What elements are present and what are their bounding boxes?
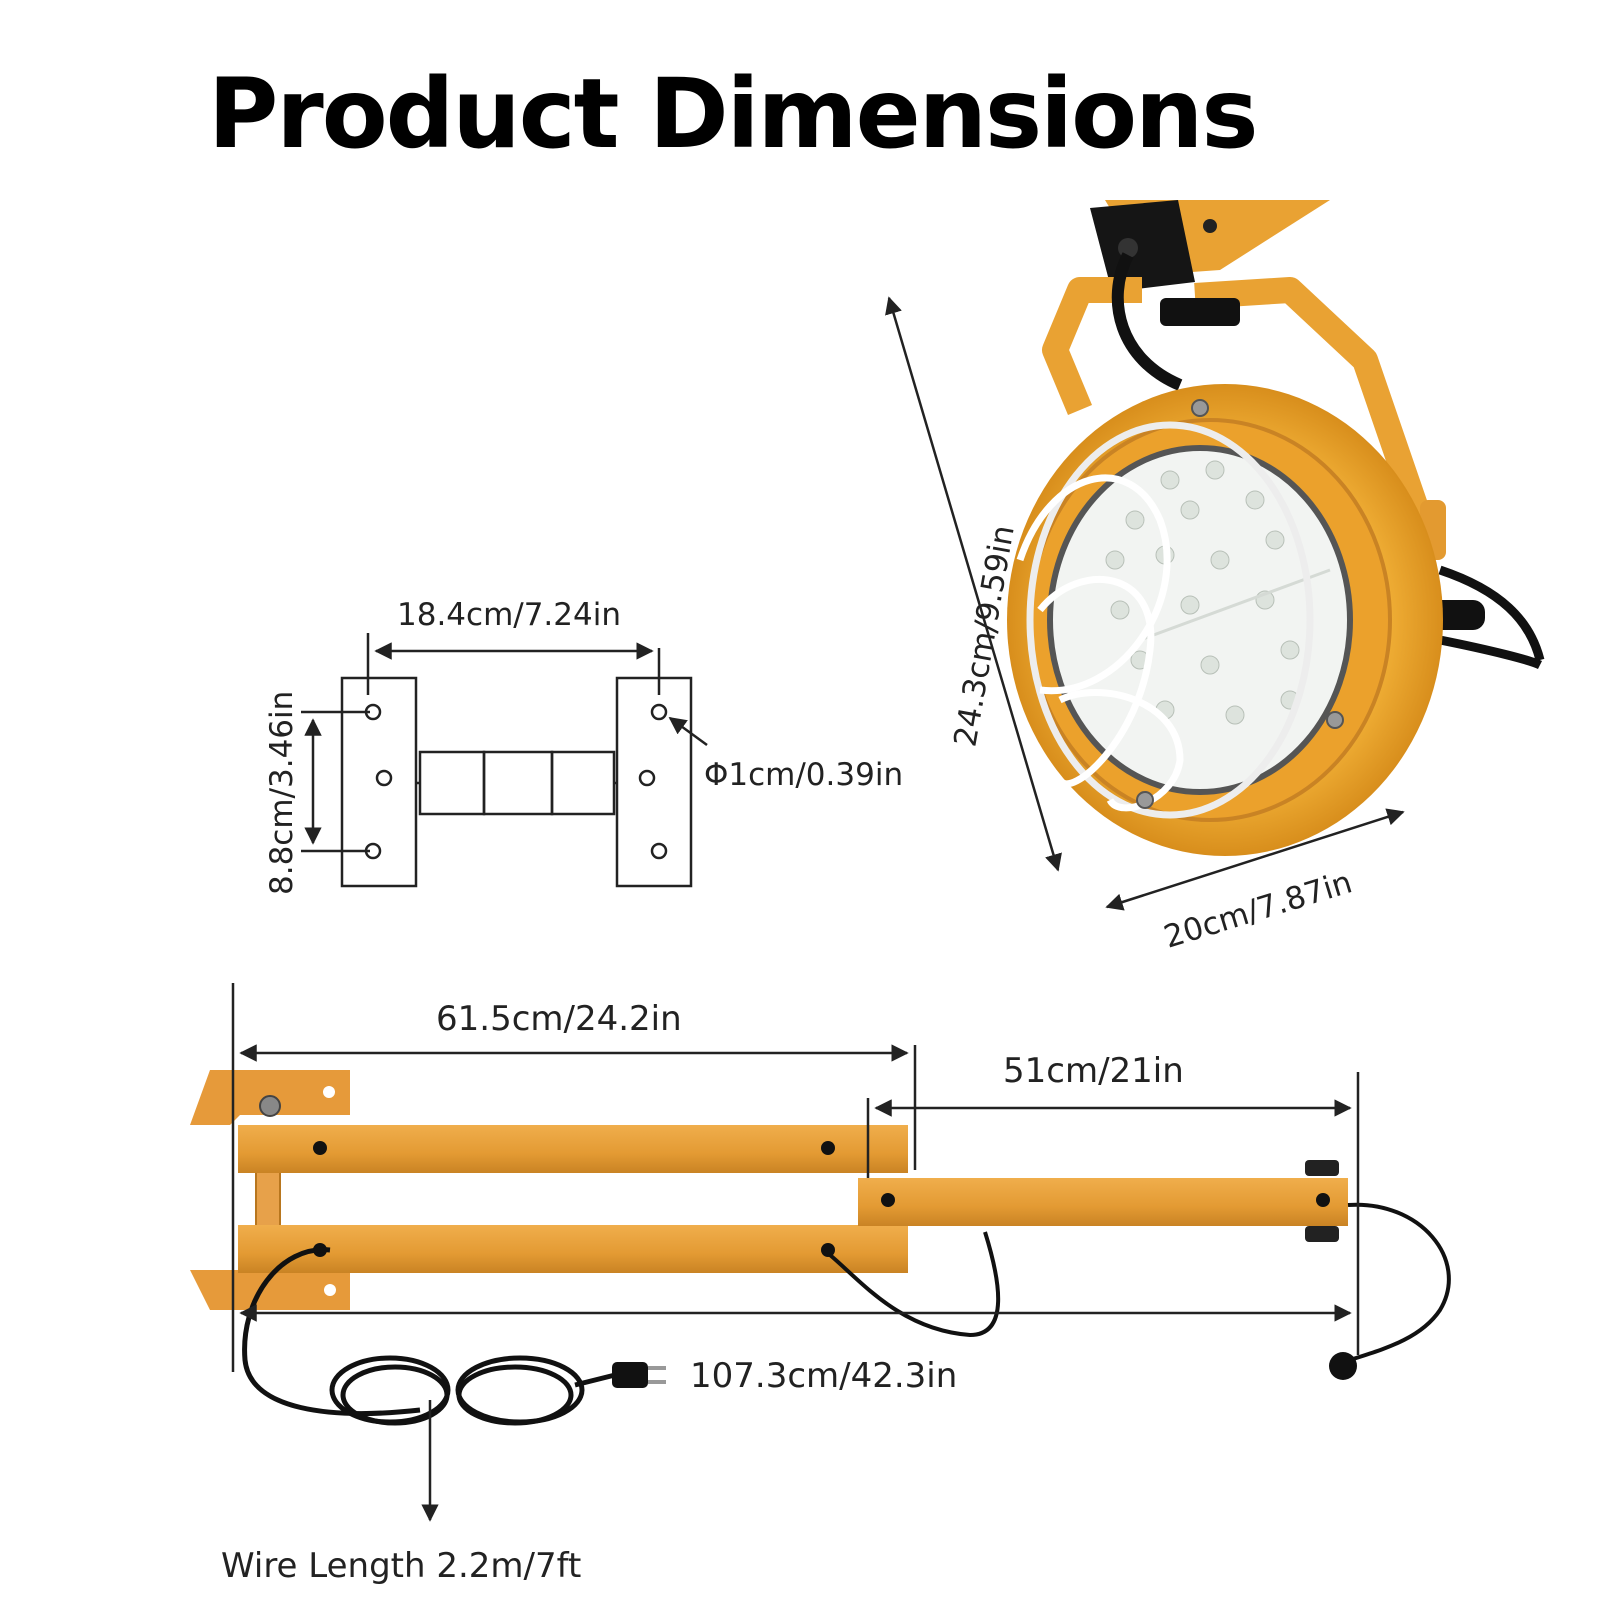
extension-arm-bar [858, 1178, 1348, 1226]
supply-cable [242, 1247, 421, 1416]
lamp-width-arrow [1105, 808, 1405, 911]
lamp-width-label: 20cm/7.87in [1160, 864, 1356, 955]
bracket-barrel-right [550, 750, 616, 816]
bracket-barrel-left [418, 750, 486, 816]
hole-callout-arrow [668, 716, 708, 747]
arm-cable [828, 1231, 1001, 1338]
lower-arm-bar [238, 1225, 908, 1273]
bracket-height-label: 8.8cm/3.46in [264, 691, 300, 895]
power-plug [612, 1362, 666, 1388]
bracket-width-label: 18.4cm/7.24in [397, 597, 621, 633]
upper-arm-bar [238, 1125, 908, 1173]
lamp-yoke-right [1194, 277, 1433, 525]
arm-second-section-label: 51cm/21in [1003, 1051, 1184, 1091]
yoke-knob [1160, 298, 1240, 326]
arm-first-section-label: 61.5cm/24.2in [436, 999, 682, 1039]
wire-length-label: Wire Length 2.2m/7ft [221, 1546, 581, 1586]
hole-diameter-label: Φ1cm/0.39in [704, 757, 903, 793]
arm-total-length-label: 107.3cm/42.3in [690, 1356, 957, 1396]
lamp-feed-cable [1347, 1202, 1451, 1362]
led-lens [1047, 445, 1353, 795]
arm-knob-top [1305, 1160, 1339, 1176]
page-title: Product Dimensions [208, 58, 1258, 170]
lamp-cable [1111, 252, 1183, 391]
lamp-yoke-left [1042, 277, 1142, 415]
arm-knob-bottom [1305, 1226, 1339, 1242]
coiled-power-cord [329, 1355, 616, 1426]
lamp-head [1007, 200, 1545, 856]
swing-arm [190, 1070, 1451, 1426]
bracket-holes [364, 703, 668, 860]
mounting-bracket-drawing [301, 633, 708, 888]
lamp-height-arrow [885, 296, 1062, 872]
bracket-barrel-middle [482, 750, 554, 816]
led-array [1105, 460, 1300, 725]
cable-end-connector [1329, 1352, 1357, 1380]
